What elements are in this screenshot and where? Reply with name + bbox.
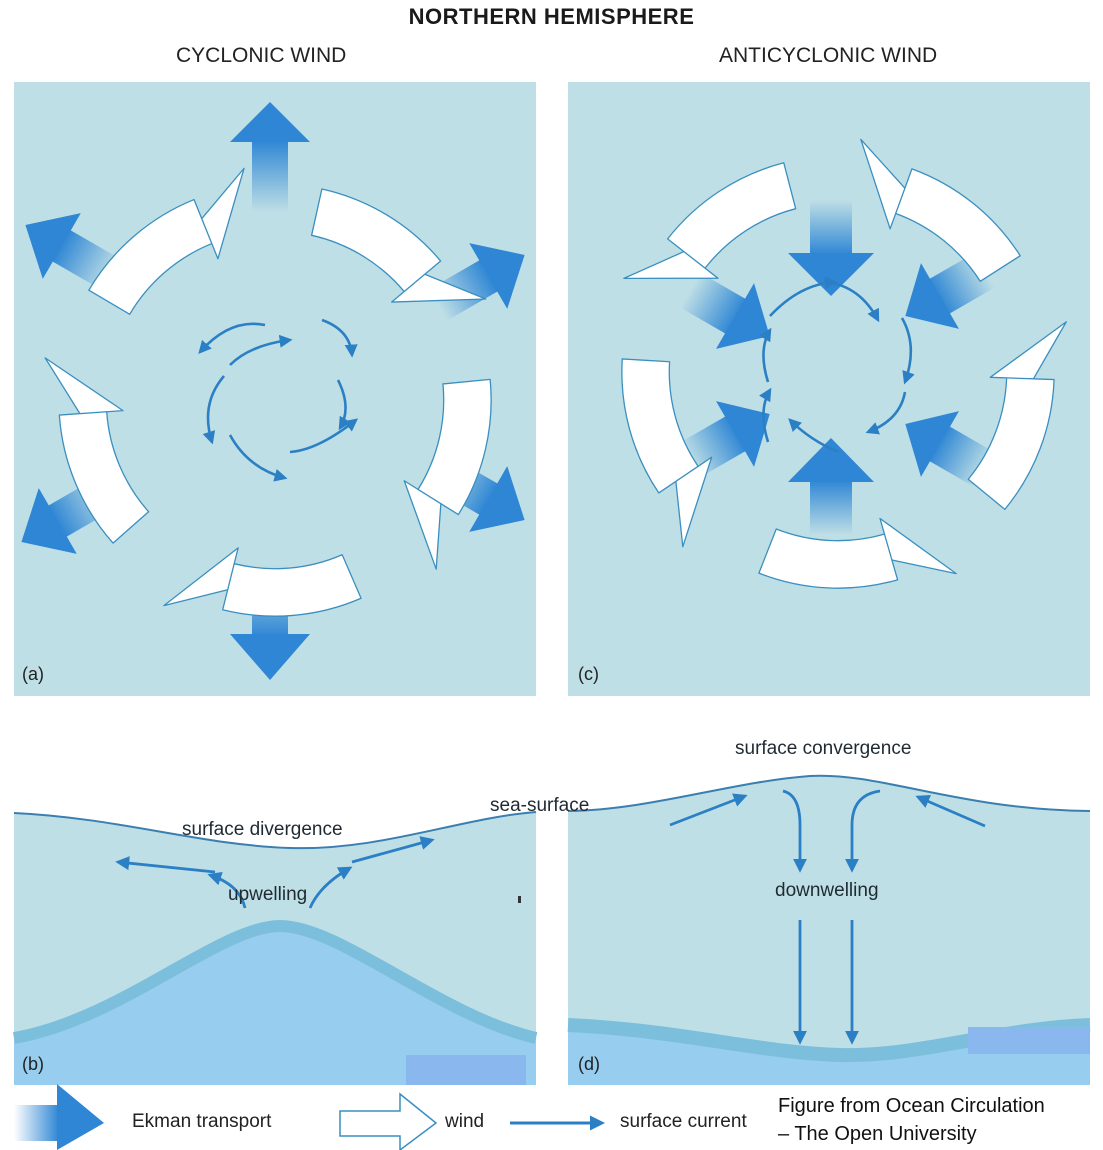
anticyclonic-wind-ring — [621, 138, 1067, 589]
figure-credit: Figure from Ocean Circulation – The Open… — [778, 1092, 1045, 1148]
ekman-arrow-c-north — [788, 200, 874, 296]
panel-label-d: (d) — [578, 1054, 600, 1074]
panel-label-c: (c) — [578, 664, 599, 684]
panel-label-a: (a) — [22, 664, 44, 684]
legend-current-label: surface current — [620, 1111, 747, 1132]
upwelling-currents — [115, 836, 435, 909]
diagram-title: NORTHERN HEMISPHERE — [408, 4, 695, 29]
panel-b-cross-section — [12, 811, 538, 1085]
panel-label-b: (b) — [22, 1054, 44, 1074]
legend-wind-arrow — [339, 1092, 438, 1150]
speck — [518, 896, 521, 903]
anticyclonic-heading: ANTICYCLONIC WIND — [719, 44, 938, 67]
ekman-arrow-c-northwest — [680, 272, 770, 349]
panel-d-cross-section — [567, 774, 1091, 1085]
downwelling-currents — [669, 789, 986, 1045]
ekman-arrow-c-south — [788, 438, 874, 535]
legend-ekman-arrow — [14, 1084, 104, 1150]
anticyclonic-surface-currents — [759, 276, 915, 454]
ekman-arrow-north — [230, 102, 310, 212]
legend-ekman-label: Ekman transport — [132, 1111, 272, 1132]
surface-divergence-label: surface divergence — [182, 819, 343, 840]
sea-surface-label: sea-surface — [490, 795, 590, 816]
credit-line-1: Figure from Ocean Circulation — [778, 1095, 1045, 1117]
cyclonic-surface-currents — [198, 318, 359, 482]
downwelling-label: downwelling — [772, 880, 882, 902]
cyclonic-heading: CYCLONIC WIND — [176, 44, 347, 67]
cyclonic-wind-ring — [44, 167, 492, 617]
upwelling-label: upwelling — [228, 884, 308, 905]
legend-wind-label: wind — [445, 1111, 485, 1132]
credit-line-2: – The Open University — [778, 1123, 977, 1145]
surface-convergence-label: surface convergence — [735, 738, 912, 759]
ekman-arrow-c-southwest — [680, 401, 770, 478]
